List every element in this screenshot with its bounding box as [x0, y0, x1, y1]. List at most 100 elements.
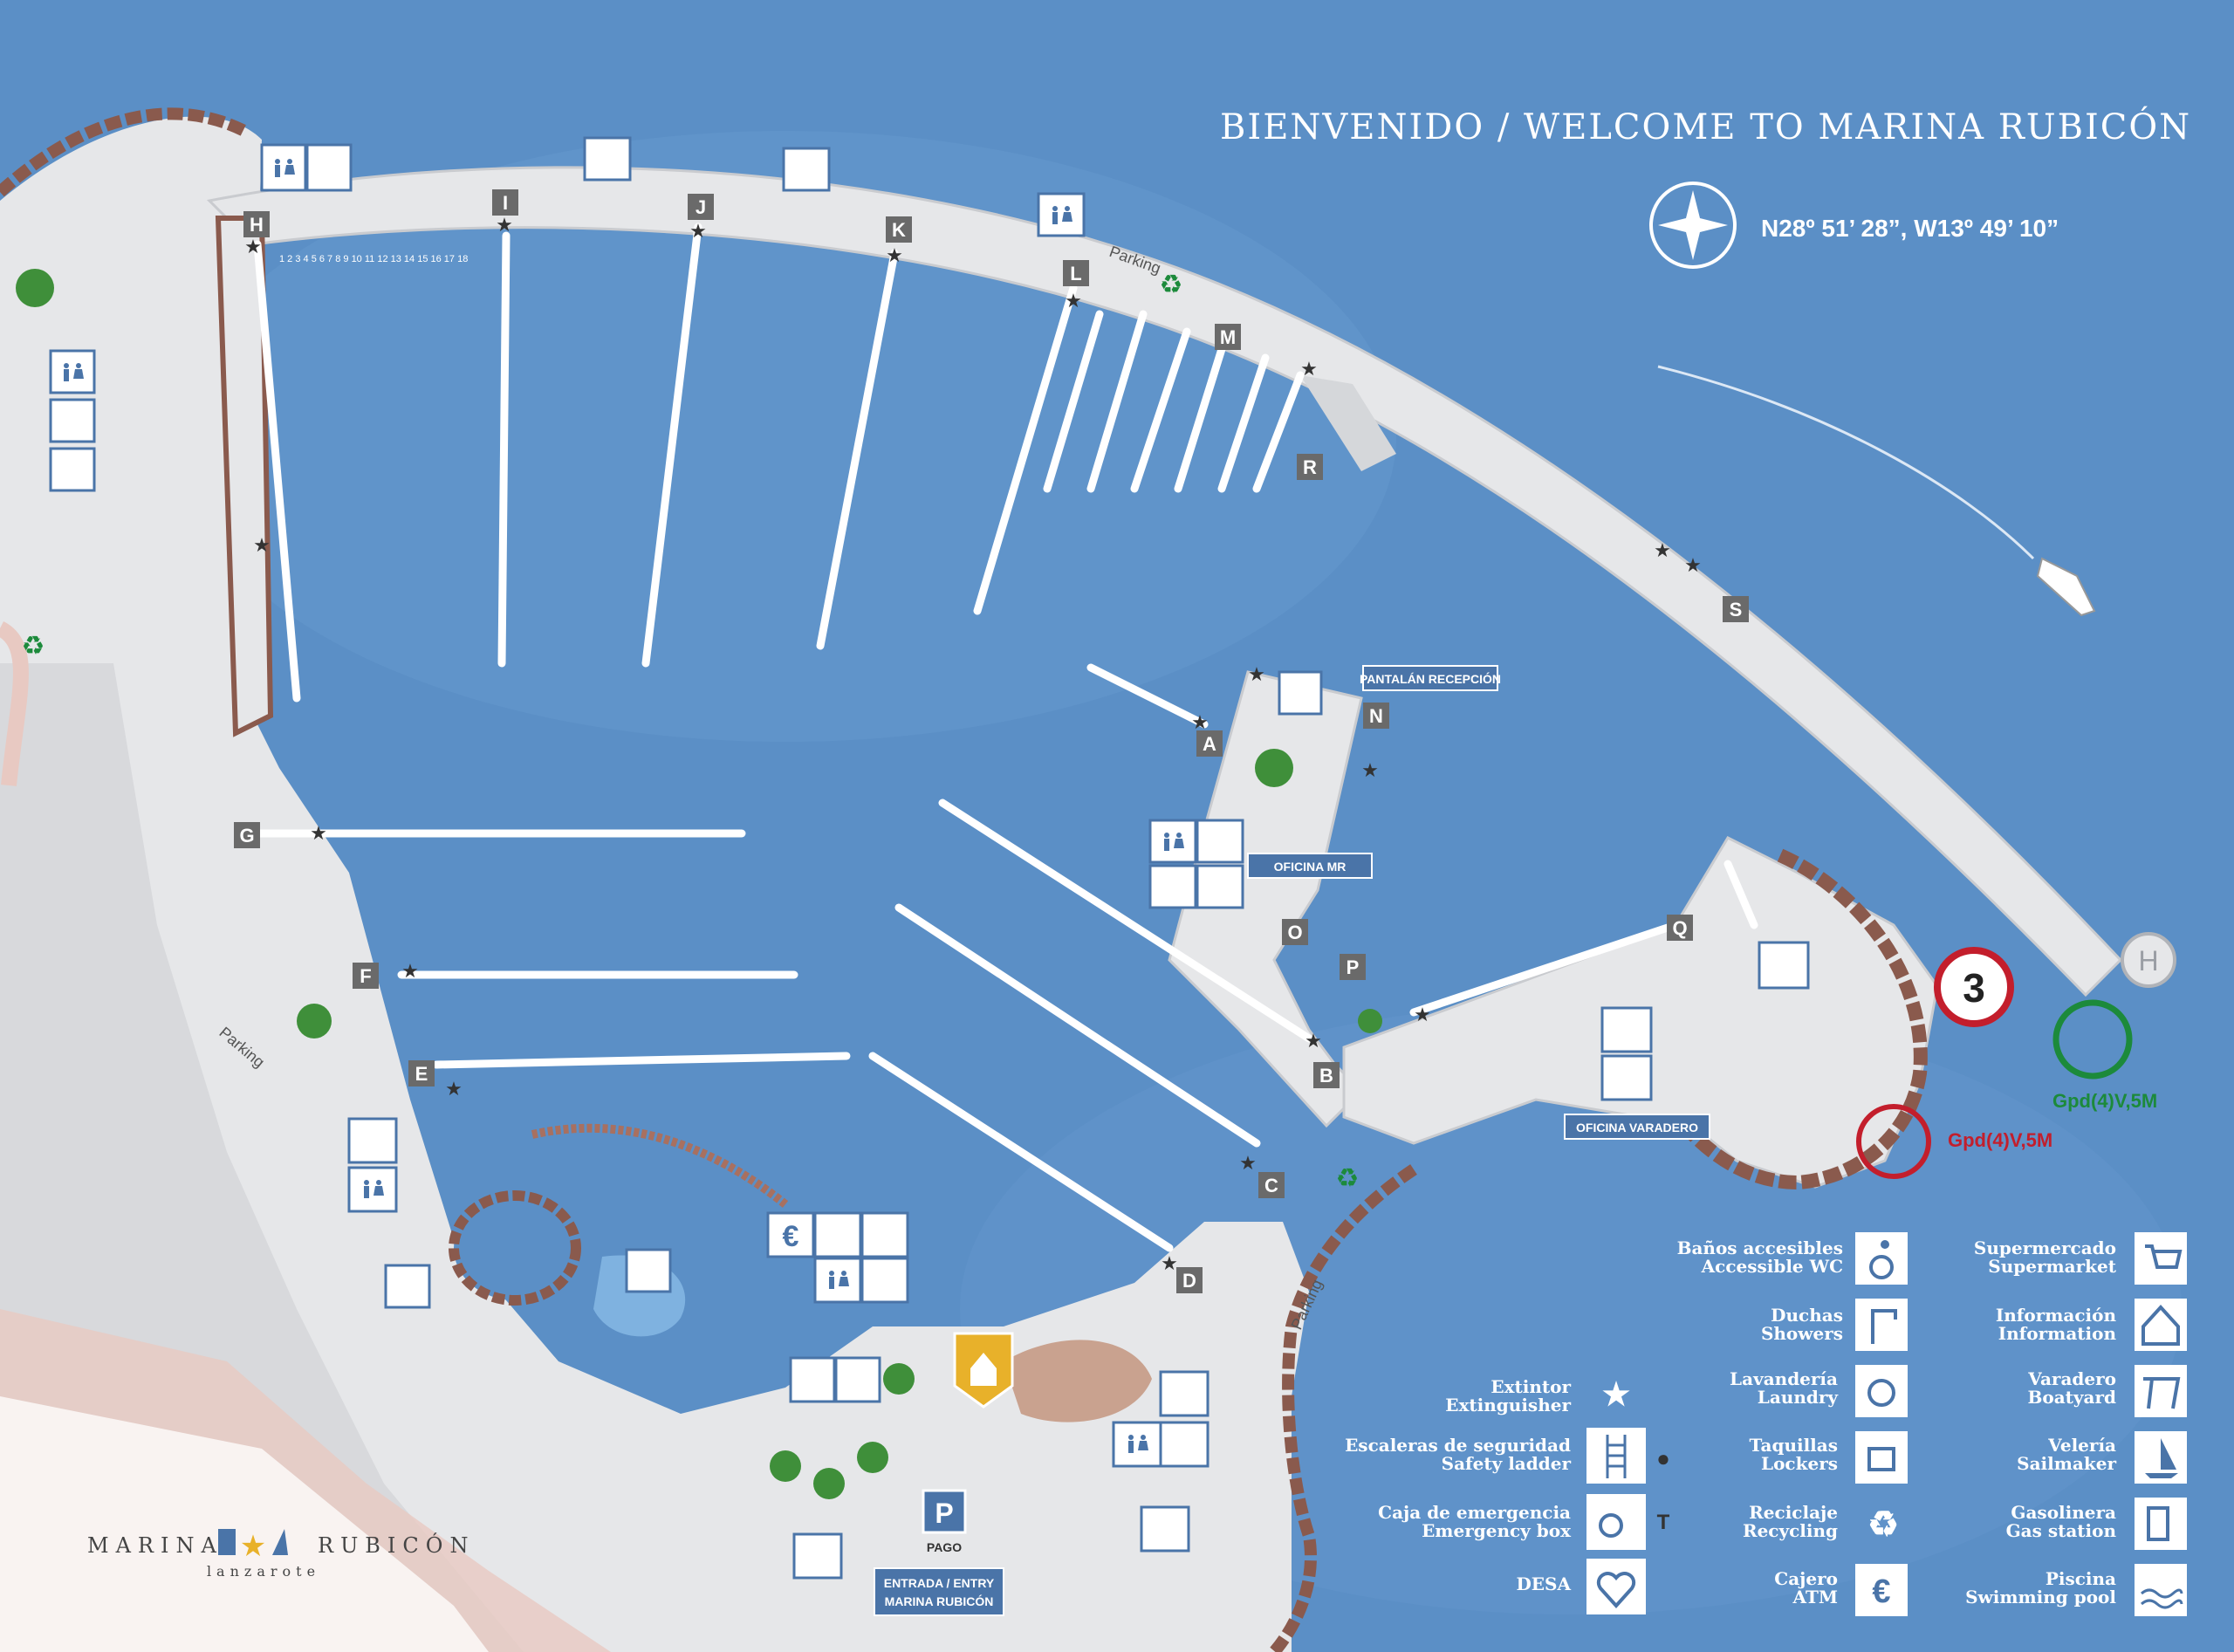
- svg-text:Supermercado: Supermercado: [1974, 1237, 2116, 1258]
- compass-icon: [1649, 182, 1737, 269]
- svg-text:D: D: [1182, 1270, 1196, 1292]
- pier-marker-k: K: [886, 216, 912, 243]
- pier-marker-p: P: [1340, 954, 1366, 980]
- svg-text:Lockers: Lockers: [1761, 1453, 1838, 1474]
- svg-text:★: ★: [1684, 554, 1702, 576]
- parking-sign: P PAGO: [922, 1489, 967, 1554]
- sailboat-icon: [2145, 1438, 2178, 1478]
- ladder-icon: [1606, 1435, 1627, 1478]
- oficina-mr-label: OFICINA MR: [1247, 853, 1373, 879]
- svg-text:I: I: [503, 192, 508, 214]
- svg-text:OFICINA MR: OFICINA MR: [1274, 860, 1347, 874]
- svg-text:P: P: [935, 1498, 953, 1529]
- helipad: [2121, 932, 2176, 988]
- pier-marker-c: C: [1258, 1172, 1285, 1198]
- green-light-marker: [2052, 999, 2133, 1080]
- rock-coast-south: [1269, 1164, 1417, 1652]
- pier-marker-a: A: [1196, 730, 1223, 757]
- swimming-pool-icon: [2141, 1588, 2183, 1609]
- pier-markers: H I J K L M R S N A G O Q P F E B C D: [234, 189, 1749, 1293]
- svg-text:Boatyard: Boatyard: [2027, 1387, 2116, 1408]
- svg-text:Sailmaker: Sailmaker: [2017, 1453, 2116, 1474]
- svg-text:Varadero: Varadero: [2027, 1368, 2116, 1389]
- plaza: [1004, 1340, 1152, 1422]
- svg-text:MARINA: MARINA: [87, 1533, 223, 1558]
- pier-marker-h: H: [243, 211, 270, 237]
- svg-text:★: ★: [1191, 711, 1209, 733]
- svg-text:Recycling: Recycling: [1743, 1520, 1838, 1541]
- svg-text:L: L: [1070, 263, 1081, 284]
- svg-text:H: H: [250, 214, 264, 236]
- svg-text:DESA: DESA: [1516, 1573, 1571, 1594]
- pier-marker-o: O: [1282, 919, 1308, 945]
- svg-text:Baños accesibles: Baños accesibles: [1677, 1237, 1843, 1258]
- legend-item-boatyard: Varadero Boatyard: [2027, 1365, 2187, 1417]
- svg-text:Gasolinera: Gasolinera: [2011, 1502, 2116, 1523]
- svg-text:★: ★: [253, 534, 271, 556]
- svg-text:G: G: [239, 825, 254, 847]
- svg-text:★: ★: [1161, 1252, 1178, 1274]
- pier-marker-m: M: [1215, 324, 1241, 350]
- legend-item-lockers: Taquillas Lockers: [1750, 1431, 1908, 1484]
- defibrillator-icon: [1597, 1572, 1635, 1608]
- rock-coast-nw: [0, 107, 248, 197]
- legend-item-safety-ladder: Escaleras de seguridad Safety ladder ●: [1345, 1428, 1670, 1484]
- pier-marker-q: Q: [1667, 915, 1693, 941]
- emergency-box-icon: [1599, 1513, 1623, 1538]
- information-office: [953, 1332, 1014, 1409]
- svg-text:★: ★: [1300, 358, 1318, 380]
- svg-text:Extinguisher: Extinguisher: [1445, 1395, 1571, 1416]
- svg-text:Caja de emergencia: Caja de emergencia: [1378, 1502, 1571, 1523]
- svg-text:♻: ♻: [22, 632, 45, 661]
- svg-text:J: J: [696, 196, 706, 218]
- svg-text:♻: ♻: [1336, 1164, 1360, 1193]
- svg-text:Q: Q: [1672, 917, 1687, 939]
- svg-text:OFICINA VARADERO: OFICINA VARADERO: [1576, 1121, 1698, 1134]
- legend-item-showers: Duchas Showers: [1761, 1299, 1908, 1351]
- svg-text:Accessible WC: Accessible WC: [1701, 1256, 1843, 1277]
- svg-text:Piscina: Piscina: [2046, 1568, 2116, 1589]
- legend-item-desa: DESA: [1516, 1559, 1646, 1614]
- legend-item-extinguisher: Extintor Extinguisher ★: [1445, 1376, 1630, 1416]
- cart-icon: [2145, 1244, 2183, 1269]
- svg-text:♻: ♻: [1160, 271, 1183, 299]
- svg-text:★: ★: [1248, 663, 1265, 685]
- svg-text:R: R: [1303, 456, 1317, 478]
- svg-text:P: P: [1347, 956, 1360, 978]
- svg-text:★: ★: [1414, 1004, 1431, 1025]
- svg-text:★: ★: [310, 822, 327, 844]
- svg-text:★: ★: [886, 244, 903, 266]
- svg-text:1 2 3 4 5 6 7 8 9 10 11 12 13: 1 2 3 4 5 6 7 8 9 10 11 12 13 14 15 16 1…: [279, 254, 468, 264]
- legend-item-gas-station: Gasolinera Gas station: [2006, 1498, 2187, 1550]
- svg-text:T: T: [1657, 1511, 1670, 1534]
- land-mainland: [0, 116, 1309, 1652]
- svg-text:PAGO: PAGO: [927, 1540, 962, 1554]
- legend-item-laundry: Lavandería Laundry: [1730, 1365, 1908, 1417]
- red-light-label: Gpd(4)V,5M: [1948, 1129, 2052, 1151]
- svg-text:Laundry: Laundry: [1758, 1387, 1840, 1408]
- pier-marker-f: F: [353, 963, 379, 989]
- extinguisher-stars: ★★★★ ★★★★ ★★★★ ★★★★ ★★★: [244, 214, 1702, 1274]
- star-icon: ★: [1602, 1376, 1630, 1413]
- svg-text:K: K: [892, 219, 906, 241]
- map-title: BIENVENIDO / WELCOME TO MARINA RUBICÓN: [1220, 106, 2191, 147]
- svg-text:Información: Información: [1996, 1305, 2117, 1326]
- svg-text:Showers: Showers: [1761, 1323, 1843, 1344]
- legend-item-atm: Cajero ATM €: [1774, 1564, 1908, 1616]
- svg-text:MARINA RUBICÓN: MARINA RUBICÓN: [885, 1594, 994, 1608]
- svg-text:Emergency box: Emergency box: [1422, 1520, 1572, 1541]
- legend-item-information: Información Information: [1996, 1299, 2187, 1351]
- svg-text:RUBICÓN: RUBICÓN: [318, 1532, 475, 1558]
- legend-item-supermarket: Supermercado Supermarket: [1974, 1232, 2187, 1285]
- svg-text:★: ★: [1654, 539, 1671, 561]
- legend: Baños accesibles Accessible WC Supermerc…: [1345, 1232, 2187, 1616]
- legend-item-emergency-box: Caja de emergencia Emergency box T: [1378, 1494, 1670, 1550]
- lagoon: [449, 1190, 581, 1306]
- svg-text:ENTRADA / ENTRY: ENTRADA / ENTRY: [884, 1576, 995, 1590]
- svg-text:S: S: [1730, 599, 1743, 620]
- svg-text:O: O: [1287, 922, 1302, 943]
- pier-marker-d: D: [1176, 1267, 1203, 1293]
- svg-text:●: ●: [1656, 1445, 1670, 1471]
- svg-text:Safety ladder: Safety ladder: [1442, 1453, 1572, 1474]
